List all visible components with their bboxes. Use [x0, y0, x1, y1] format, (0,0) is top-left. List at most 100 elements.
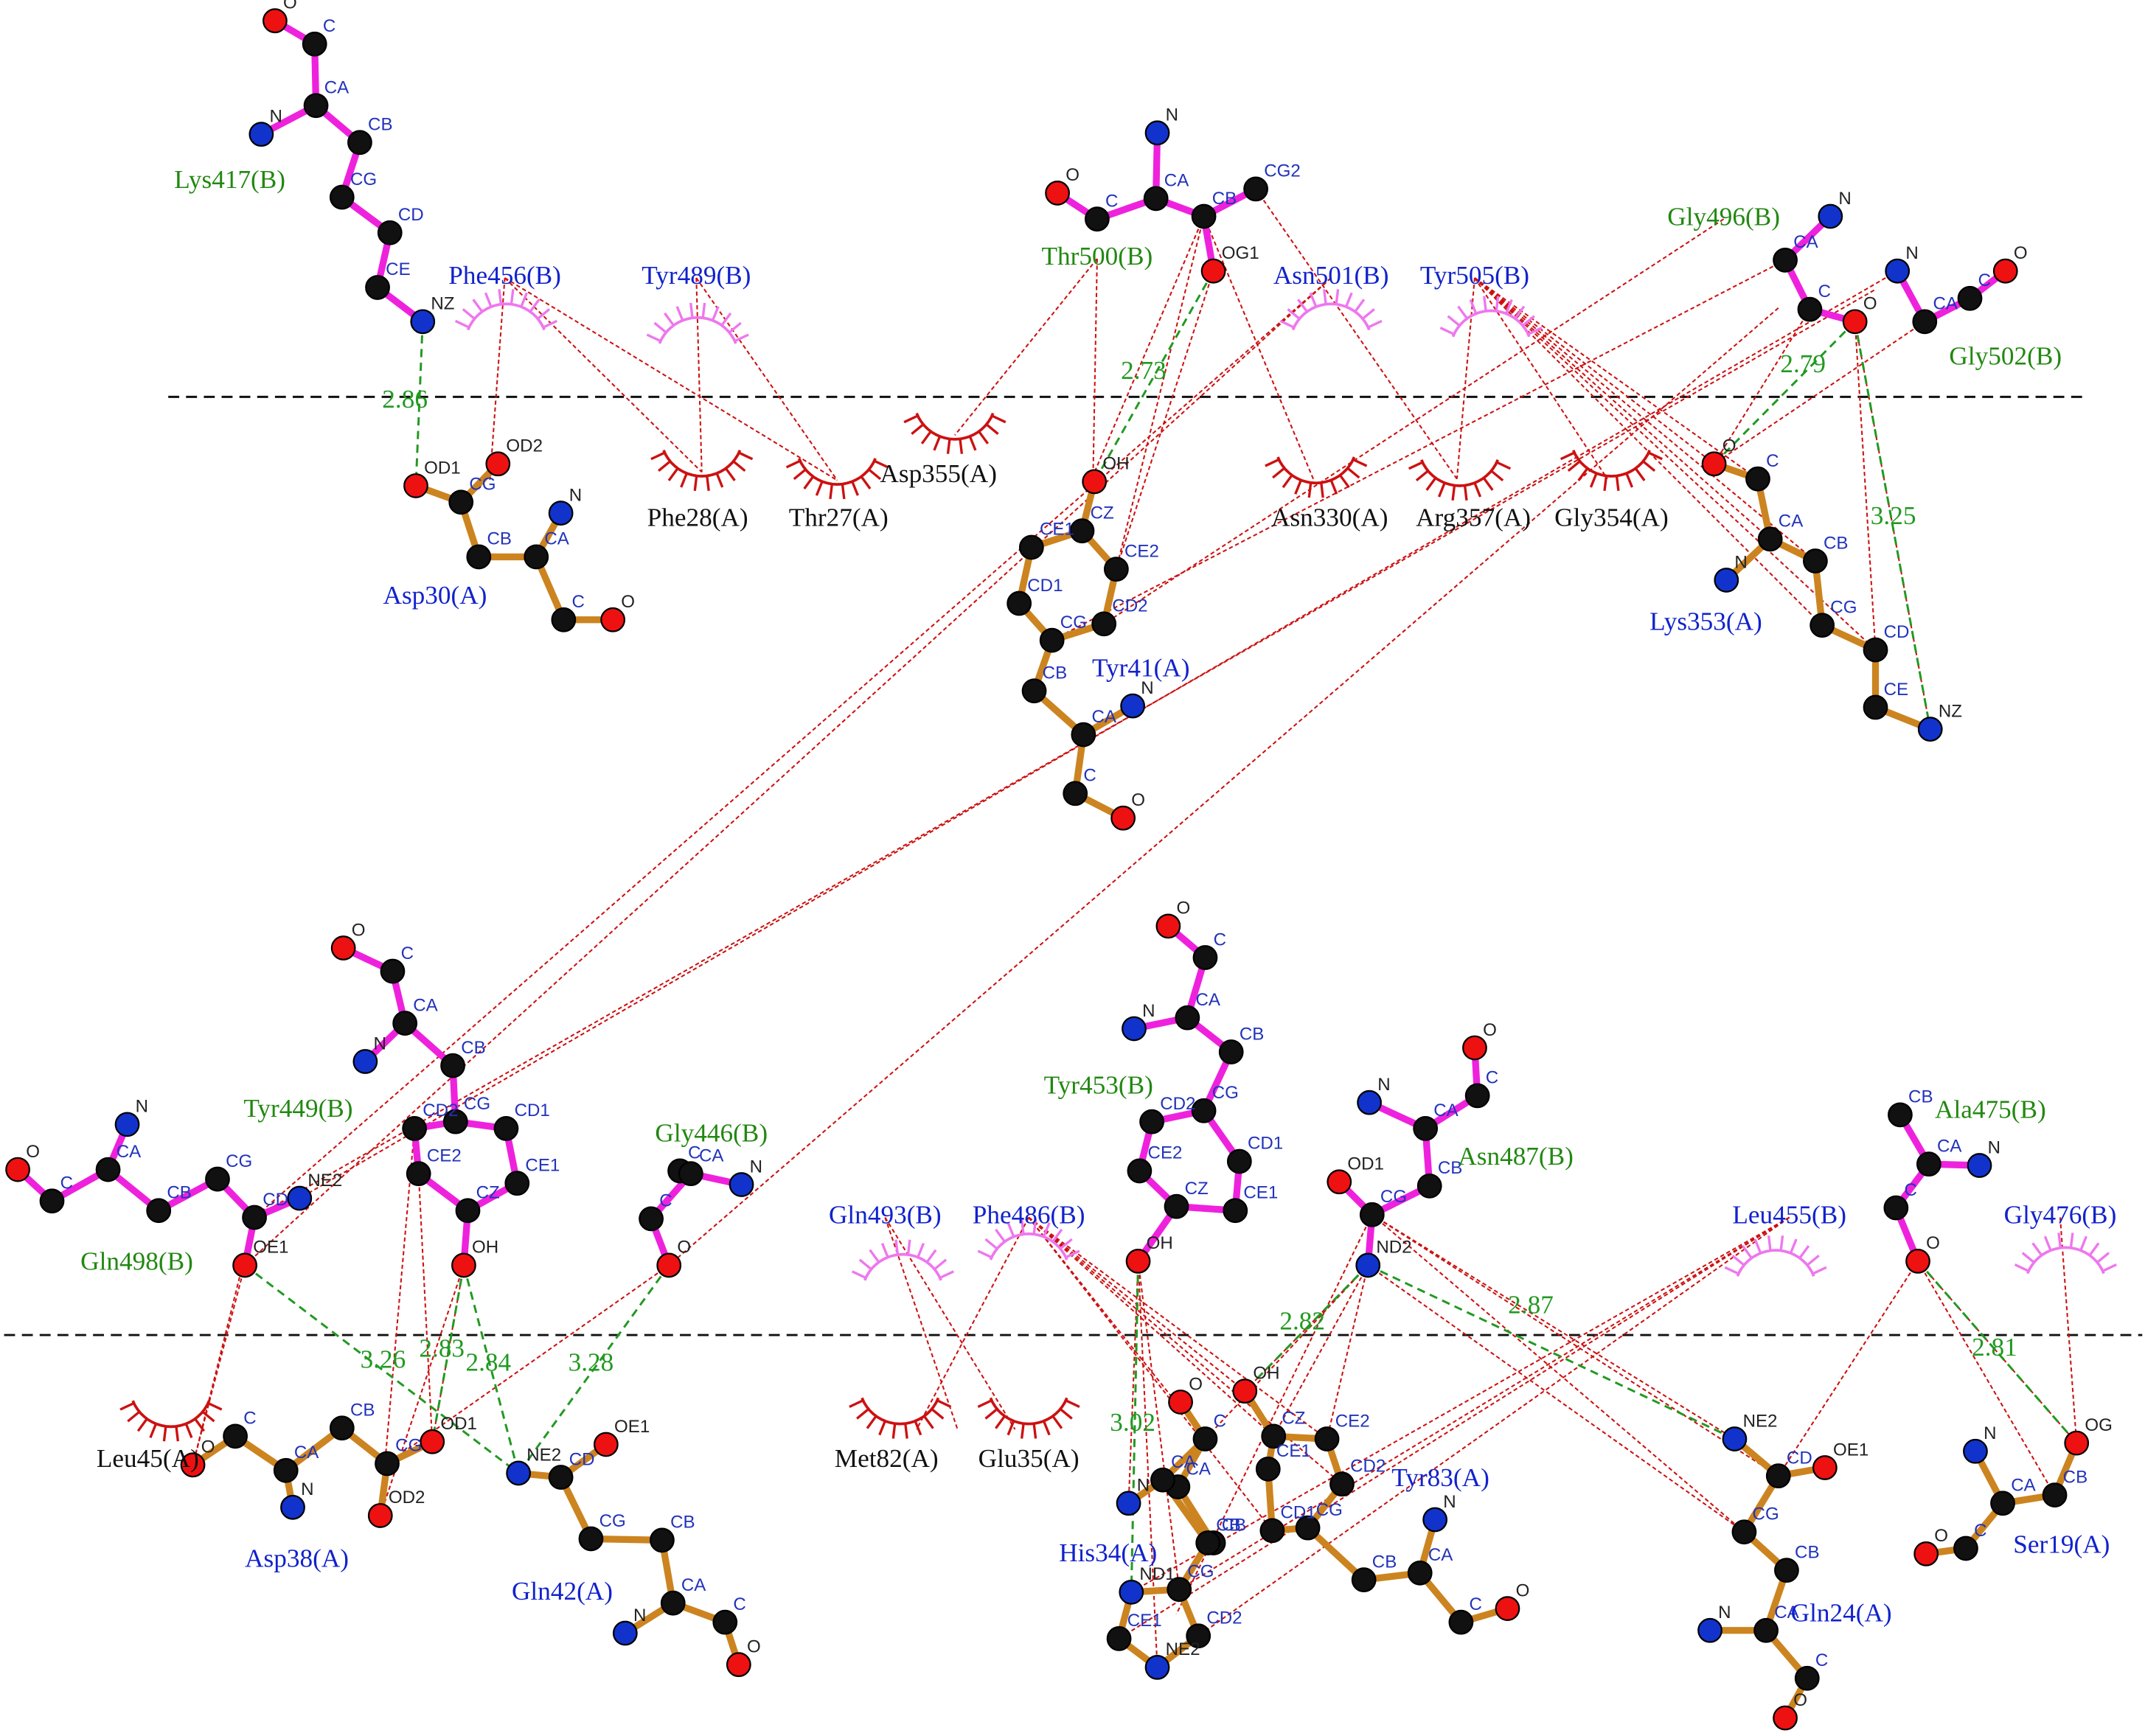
hydrophobic-arc-spoke — [1309, 292, 1318, 307]
hydrophobic-contact-line — [1255, 188, 1458, 480]
atom-name-label: CE1 — [1243, 1183, 1278, 1203]
hydrophobic-contact-line — [1051, 259, 1786, 641]
atom-c — [448, 489, 474, 515]
hydrophobic-arc-spoke — [1335, 289, 1340, 304]
atom-c — [303, 93, 329, 119]
residue-label: Phe486(B) — [973, 1201, 1085, 1230]
atom-c — [1359, 1202, 1385, 1227]
hydrogen-bond-line — [1713, 321, 1856, 465]
atom-name-label: OE1 — [253, 1238, 288, 1258]
atom-n — [1355, 1252, 1381, 1278]
atom-name-label: OD1 — [440, 1414, 477, 1434]
hydrophobic-contact-line — [489, 277, 506, 482]
atom-c — [1218, 1039, 1244, 1064]
atom-name-label: C — [323, 16, 336, 36]
hydrophobic-arc-spoke — [650, 451, 666, 461]
residue-label: Met82(A) — [835, 1444, 939, 1473]
atom-name-label: CA — [1428, 1545, 1453, 1565]
atom-n — [248, 122, 274, 147]
atom-name-label: O — [2014, 243, 2028, 263]
atom-name-label: ND1 — [1139, 1564, 1175, 1584]
hydrophobic-arc-spoke — [1806, 1254, 1820, 1266]
atom-name-label: CD — [263, 1190, 288, 1210]
atom-name-label: CB — [1824, 533, 1849, 553]
atom-name-label: N — [1734, 552, 1747, 572]
atom-name-label: CB — [1043, 663, 1068, 683]
hydrophobic-arc-spoke — [1648, 451, 1663, 461]
hydrophobic-arc-spoke — [995, 1415, 1006, 1429]
hydrophobic-arc-spoke — [725, 467, 736, 481]
atom-name-label: NZ — [431, 294, 454, 314]
atom-name-label: NZ — [1939, 701, 1962, 721]
hydrophobic-arc-spoke — [1625, 473, 1634, 488]
hydrophobic-arc-spoke — [1567, 460, 1581, 473]
atom-name-label: O — [26, 1142, 40, 1162]
atom-name-label: O — [621, 592, 635, 612]
residue-label: Asn501(B) — [1273, 261, 1389, 290]
atom-c — [1753, 1617, 1779, 1643]
hydrophobic-arc-spoke — [1007, 1222, 1015, 1238]
hydrophobic-contact-line — [1103, 218, 1725, 625]
hydrophobic-contact-line — [1326, 1265, 1369, 1440]
hydrophobic-contact-line — [1130, 1216, 1790, 1593]
atom-c — [1127, 1158, 1153, 1184]
residue-label: Leu45(A) — [97, 1444, 199, 1473]
atom-c — [365, 275, 390, 300]
atom-o — [1168, 1390, 1193, 1415]
hydrophobic-arc-spoke — [1798, 1245, 1810, 1259]
hydrophobic-contact-line — [379, 1128, 416, 1516]
hydrophobic-arc — [658, 316, 737, 344]
atom-name-label: N — [1443, 1492, 1456, 1512]
hydrophobic-arc-spoke — [1437, 482, 1446, 498]
atom-name-label: CA — [1937, 1136, 1962, 1156]
atom-name-label: CA — [1433, 1101, 1459, 1120]
atom-c — [375, 1451, 400, 1477]
atom-name-label: C — [243, 1409, 256, 1429]
hydrophobic-arc-spoke — [2088, 1242, 2100, 1256]
atom-name-label: OH — [1147, 1233, 1173, 1253]
atom-c — [1413, 1116, 1439, 1141]
atom-c — [377, 220, 403, 245]
hydrophobic-arc-spoke — [1297, 299, 1308, 313]
atom-name-label: OD1 — [1347, 1154, 1384, 1174]
atom-c — [1464, 1083, 1490, 1109]
atom-name-label: OE1 — [1833, 1440, 1868, 1460]
hydrophobic-arc-spoke — [1329, 479, 1338, 495]
atom-name-label: OH — [1253, 1363, 1279, 1383]
hbond-distance-label: 2.84 — [465, 1348, 511, 1376]
hydrophobic-arc-spoke — [1812, 1266, 1827, 1275]
atom-c — [1314, 1426, 1340, 1451]
hydrophobic-contact-line — [695, 277, 703, 473]
residue-label: Tyr449(B) — [243, 1094, 352, 1123]
hydrophobic-arc-spoke — [841, 484, 846, 500]
atom-o — [1327, 1169, 1352, 1195]
residue-label: Tyr453(B) — [1044, 1070, 1153, 1099]
residue-label: Asn487(B) — [1458, 1142, 1574, 1171]
hydrophobic-arc-spoke — [1779, 1235, 1784, 1251]
atom-o — [1200, 258, 1226, 284]
hydrophobic-arc-spoke — [856, 1408, 869, 1420]
atom-name-label: O — [1189, 1374, 1203, 1394]
hydrophobic-contact-line — [504, 277, 703, 473]
hydrophobic-arcs — [119, 289, 2117, 1442]
residue-label: Gln42(A) — [512, 1577, 613, 1606]
atom-name-label: C — [1815, 1650, 1828, 1670]
hydrophobic-arc-spoke — [2069, 1233, 2074, 1248]
hydrogen-bond-line — [1854, 321, 1932, 730]
atom-n — [352, 1049, 378, 1074]
atom-name-label: O — [677, 1238, 691, 1258]
atom-name-label: CD — [569, 1449, 595, 1469]
hydrophobic-arc-spoke — [675, 306, 684, 321]
atom-c — [466, 544, 492, 570]
hydrophobic-arc-spoke — [728, 321, 742, 334]
atom-o — [420, 1429, 445, 1454]
atom-name-label: CG — [395, 1436, 422, 1456]
atom-name-label: CE2 — [1148, 1143, 1183, 1163]
hydrophobic-arc-spoke — [923, 1415, 934, 1429]
hydrophobic-contact-line — [299, 270, 1898, 1199]
hydrophobic-contact-line — [1137, 1261, 1181, 1590]
hydrophobic-arc-spoke — [734, 333, 749, 343]
hydrophobic-arc-spoke — [1457, 305, 1468, 320]
hydrophobic-arc-spoke — [1051, 1228, 1063, 1243]
